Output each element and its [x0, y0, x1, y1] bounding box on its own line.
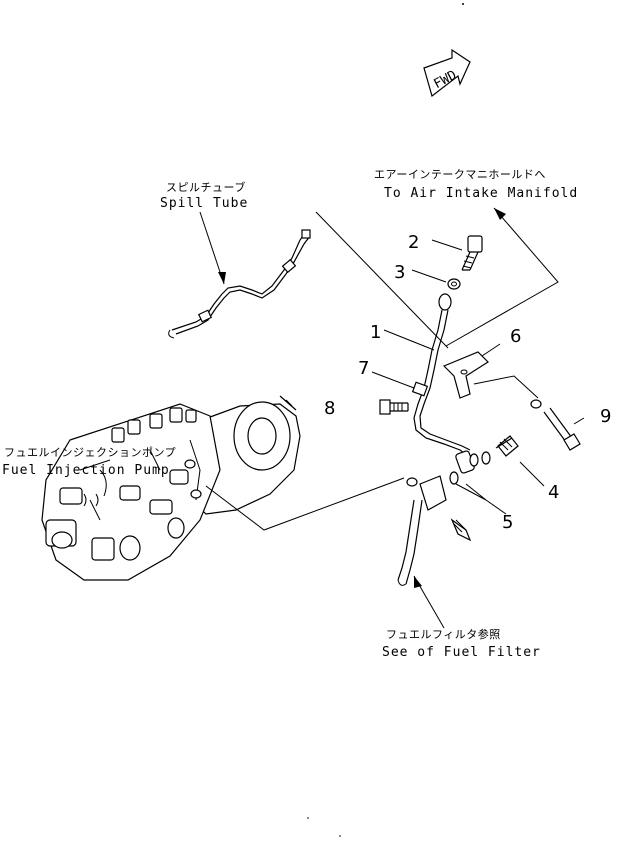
bolt-part-2	[461, 235, 483, 271]
part-number-3: 3	[394, 262, 405, 283]
spill-tube	[168, 229, 311, 339]
spill-tube-label-jp: スピルチューブ	[166, 180, 246, 194]
air-intake-label-jp: エアーインテークマニホールドへ	[374, 168, 546, 181]
bolt-part-9	[530, 399, 581, 451]
fwd-label: FWD	[431, 68, 459, 92]
part-number-2: 2	[408, 232, 419, 253]
clamp-part-7	[411, 381, 429, 397]
fuel-pump-label-jp: フュエルインジェクションポンプ	[4, 446, 176, 459]
pipe-part-1	[413, 293, 479, 474]
bracket-part-6	[442, 351, 489, 399]
part-number-4: 4	[548, 482, 559, 503]
washer-part-3	[447, 278, 461, 290]
spill-tube-label-en: Spill Tube	[160, 196, 248, 211]
fuel-pump-label-en: Fuel Injection Pump	[2, 463, 170, 478]
fuel-filter-label-jp: フュエルフィルタ参照	[386, 627, 501, 641]
air-intake-label-en: To Air Intake Manifold	[384, 186, 578, 201]
fuel-injection-pump	[41, 395, 301, 581]
part-number-5: 5	[502, 512, 513, 533]
bolt-part-8	[379, 399, 409, 415]
bolt-part-4	[481, 435, 519, 465]
fwd-arrow-icon: FWD	[423, 48, 471, 98]
fuel-filter-fitting	[397, 475, 472, 586]
fuel-filter-label-en: See of Fuel Filter	[382, 645, 541, 660]
part-number-9: 9	[600, 406, 611, 427]
part-number-1: 1	[370, 322, 381, 343]
part-number-6: 6	[510, 326, 521, 347]
part-number-8: 8	[324, 398, 335, 419]
part-number-7: 7	[358, 358, 369, 379]
air-intake-leader	[445, 207, 559, 347]
washer-part-5	[449, 471, 459, 485]
